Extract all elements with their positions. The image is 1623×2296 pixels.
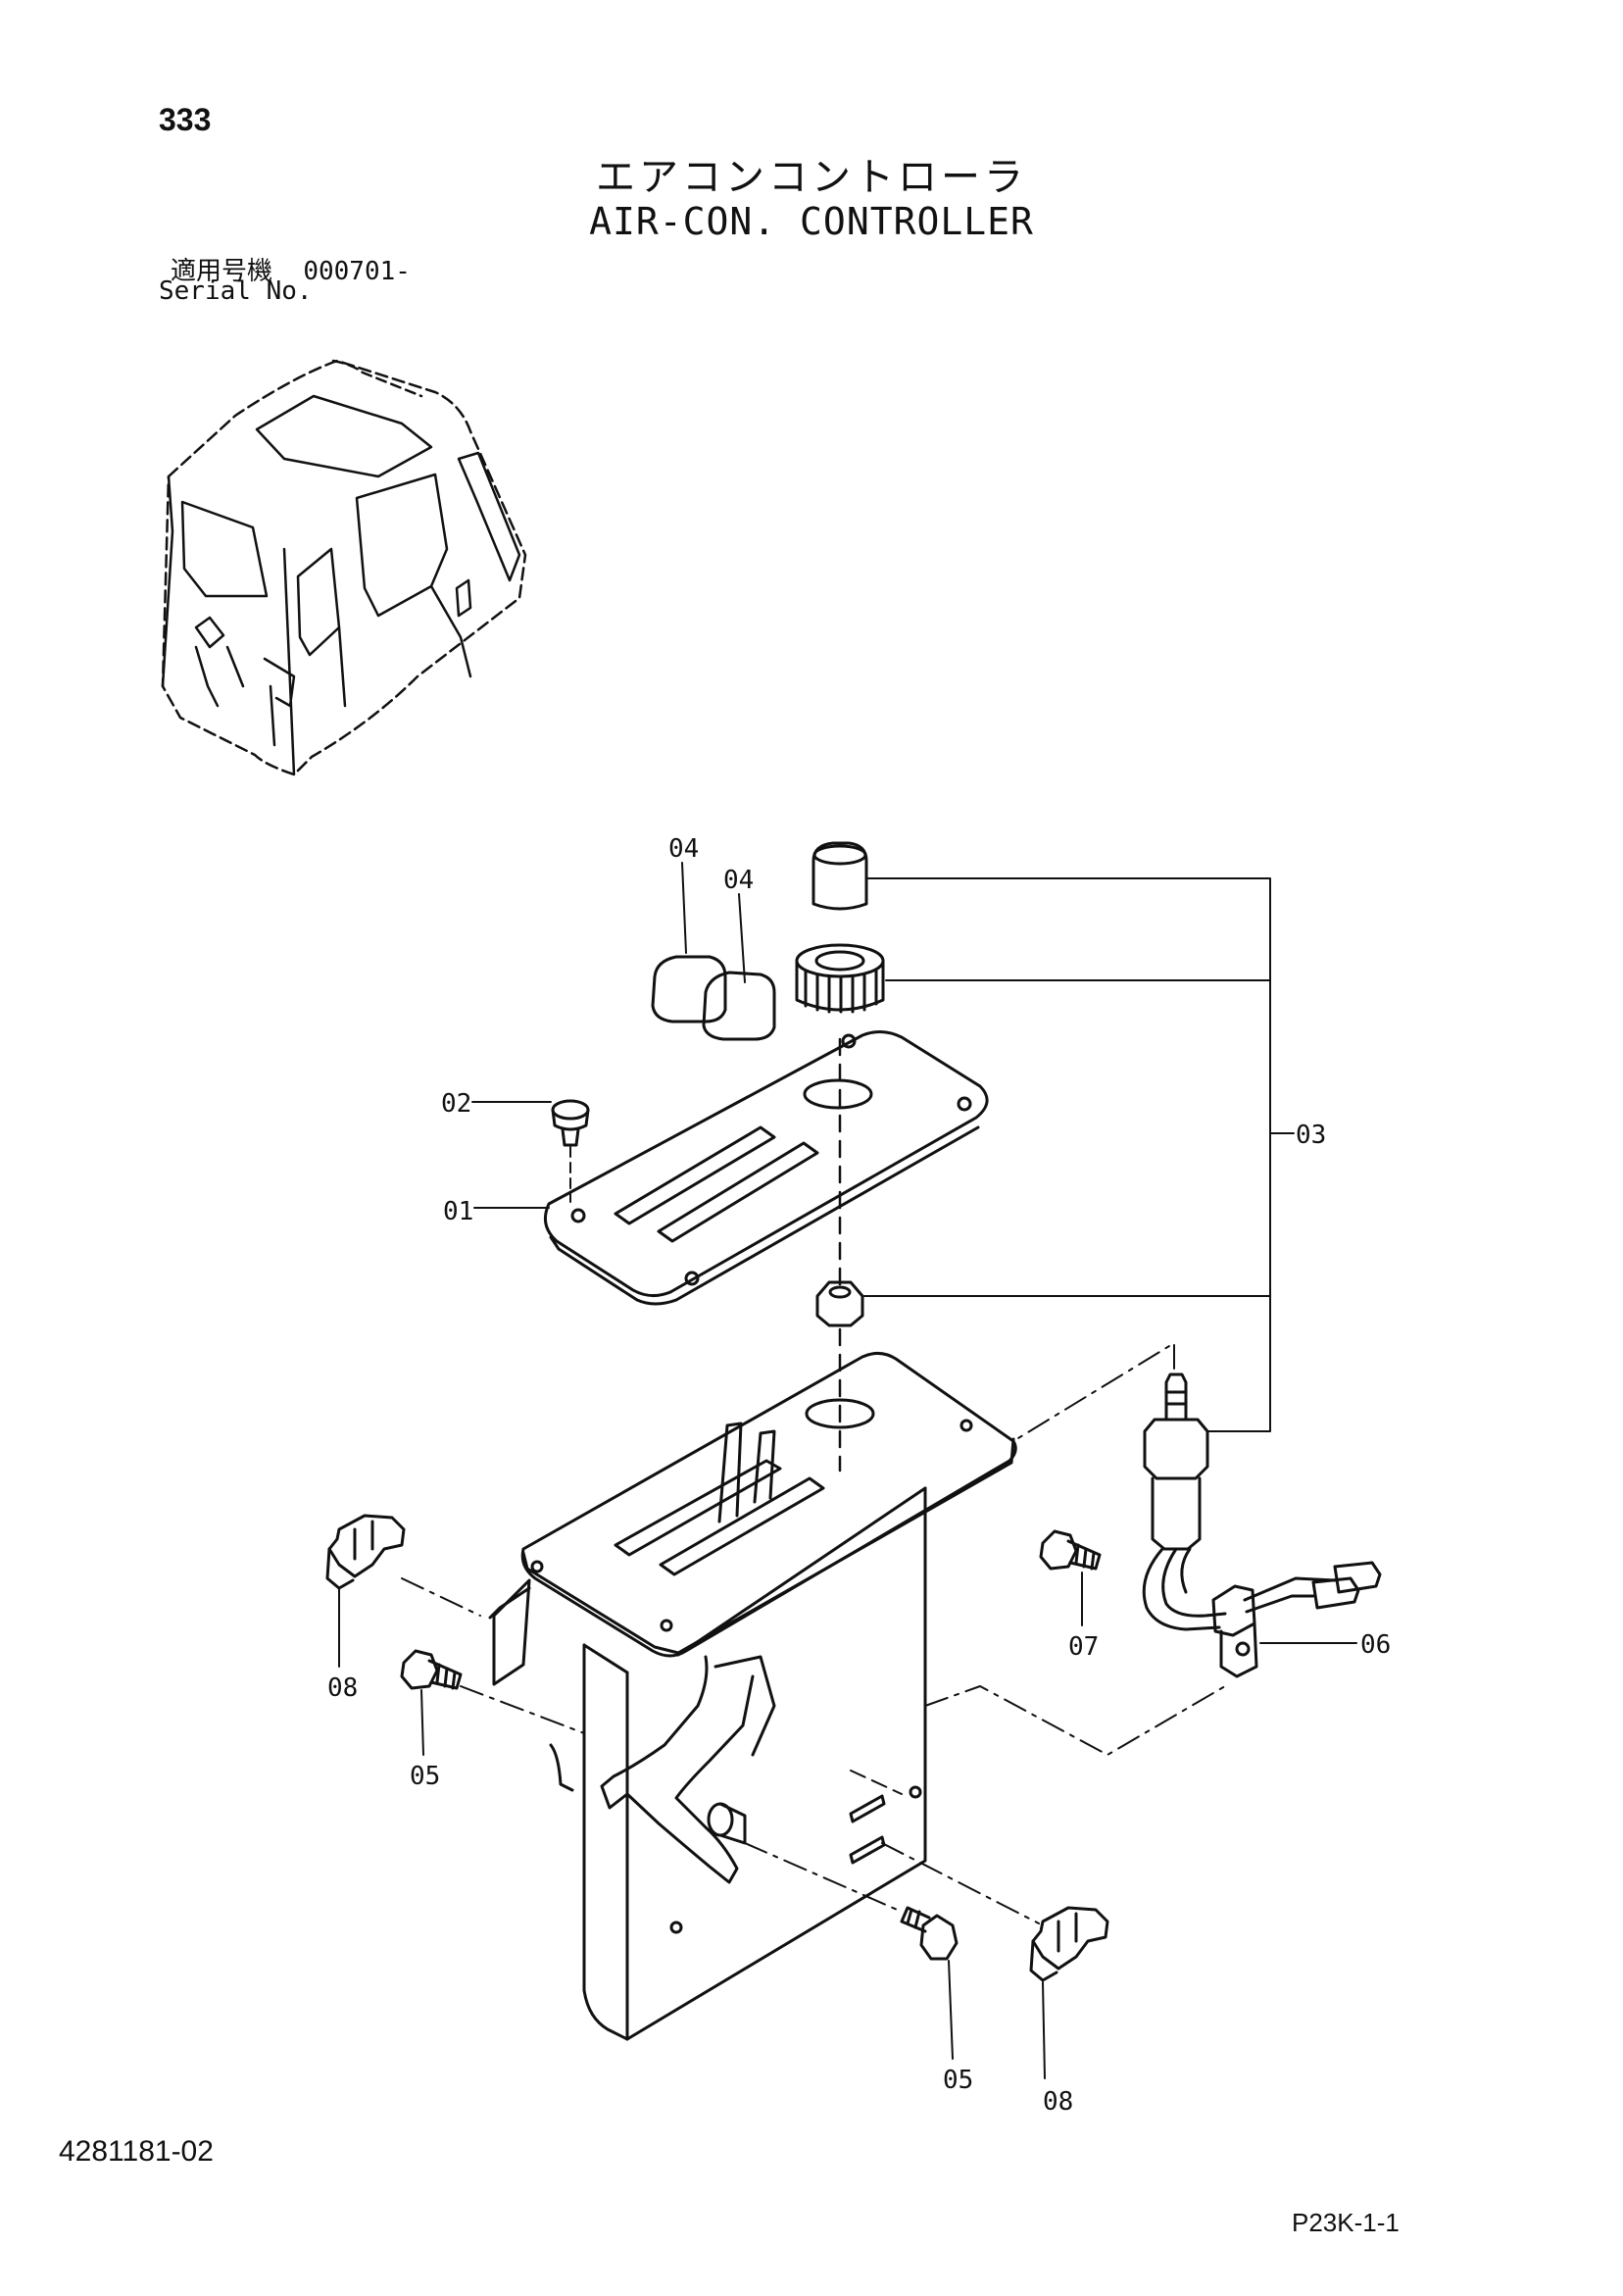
clip-08b bbox=[1029, 1906, 1109, 1982]
bolt-05a bbox=[400, 1649, 463, 1690]
title-english: AIR-CON. CONTROLLER bbox=[589, 200, 1034, 243]
title-japanese: エアコンコントローラ bbox=[596, 155, 1027, 200]
document-id: 4281181-02 bbox=[59, 2135, 214, 2168]
callout-04a: 04 bbox=[668, 834, 699, 864]
bolt-07 bbox=[1039, 1529, 1102, 1571]
clip-08a bbox=[325, 1514, 406, 1590]
callout-06: 06 bbox=[1360, 1630, 1391, 1660]
callout-08b: 08 bbox=[1043, 2087, 1073, 2117]
page-number: 333 bbox=[159, 102, 212, 137]
callout-07: 07 bbox=[1068, 1632, 1099, 1662]
callout-05a: 05 bbox=[410, 1762, 440, 1791]
knob-cap bbox=[812, 841, 868, 911]
callout-04b: 04 bbox=[723, 866, 754, 895]
callout-labels: 04 04 02 01 03 06 07 08 05 05 08 bbox=[327, 834, 1391, 2117]
leader-lines bbox=[338, 862, 1357, 2079]
cab-overview bbox=[161, 359, 527, 776]
plug bbox=[551, 1099, 590, 1147]
controller-bracket bbox=[488, 1352, 1017, 2041]
cover-plate bbox=[543, 1030, 989, 1306]
callout-02: 02 bbox=[441, 1089, 471, 1119]
knurled-knob bbox=[795, 943, 885, 1014]
serial-line: 適用号機 000701- bbox=[171, 251, 411, 287]
serial-label-en: Serial No. bbox=[159, 276, 313, 306]
callout-03: 03 bbox=[1296, 1121, 1326, 1150]
callout-01: 01 bbox=[443, 1197, 473, 1226]
bolt-05b bbox=[900, 1906, 959, 1961]
switch-harness bbox=[1142, 1373, 1382, 1678]
hex-nut bbox=[815, 1280, 864, 1327]
serial-value: 000701- bbox=[303, 257, 411, 286]
callout-08a: 08 bbox=[327, 1673, 358, 1703]
lever-caps bbox=[651, 955, 776, 1041]
serial-label-jp: 適用号機 bbox=[171, 257, 273, 286]
page-code: P23K-1-1 bbox=[1292, 2208, 1400, 2237]
callout-05b: 05 bbox=[943, 2066, 973, 2095]
